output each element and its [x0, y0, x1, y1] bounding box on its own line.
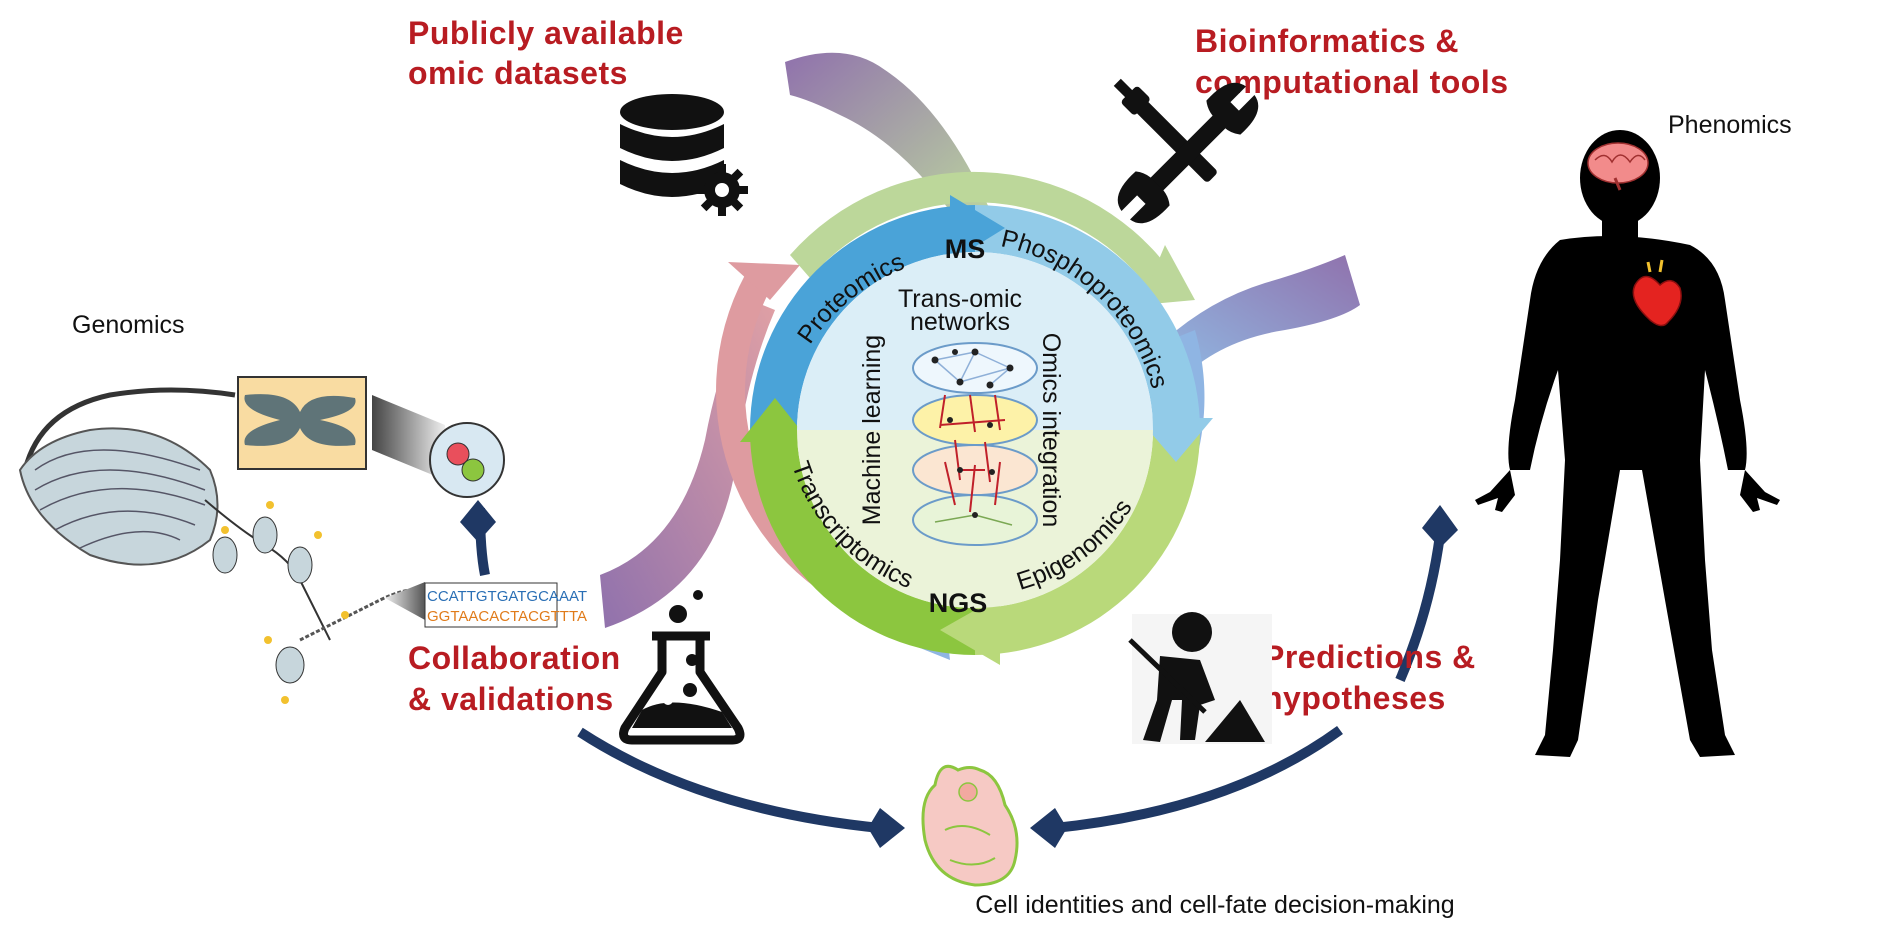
bioinformatics-label-line2: computational tools	[1195, 64, 1509, 100]
predictions-label-line1: Predictions &	[1263, 639, 1476, 675]
collaboration-label-line1: Collaboration	[408, 640, 621, 676]
network-stack	[912, 342, 1038, 546]
machine-learning-label: Machine learning	[858, 335, 886, 525]
collaboration-label-line2: & validations	[408, 681, 614, 717]
brain-icon	[1587, 142, 1649, 191]
arrow-right-purple-blue	[1165, 255, 1360, 380]
sequence-line-1: CCATTGTGATGCAAAT	[427, 588, 587, 605]
phenomics-label: Phenomics	[1668, 111, 1792, 139]
public-datasets-label-line1: Publicly available	[408, 15, 684, 51]
omics-ring	[740, 195, 1213, 665]
predictions-label-line2: hypotheses	[1263, 680, 1446, 716]
cell-identities-label: Cell identities and cell-fate decision-m…	[975, 891, 1454, 919]
genomics-label: Genomics	[72, 311, 185, 339]
omics-integration-label: Omics integration	[1037, 333, 1065, 528]
human-silhouette	[1475, 130, 1780, 757]
public-datasets-label-line2: omic datasets	[408, 55, 628, 91]
bioinformatics-label-line1: Bioinformatics &	[1195, 23, 1459, 59]
sequence-line-2: GGTAACACTACGTTTA	[427, 608, 587, 625]
worker-shovel-icon	[1128, 612, 1272, 744]
trans-omic-label-line1: Trans-omic	[898, 285, 1022, 313]
trans-omic-label-line2: networks	[910, 308, 1010, 336]
tools-icon	[1113, 78, 1259, 224]
flask-icon	[619, 590, 745, 745]
database-gear-icon	[620, 94, 748, 216]
heart-icon	[1632, 259, 1682, 327]
chromatin-illustration: CCATTGTGATGCAAAT GGTAACACTACGTTTA	[18, 376, 587, 704]
embryo-icon	[921, 764, 1019, 887]
bottom-arrowheads	[460, 500, 1458, 848]
ngs-label: NGS	[929, 588, 988, 618]
ms-label: MS	[945, 234, 986, 264]
